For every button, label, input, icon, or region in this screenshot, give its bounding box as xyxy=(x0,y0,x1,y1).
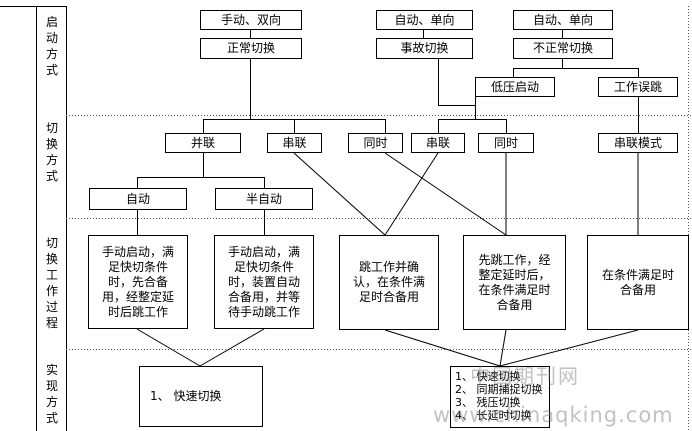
box-abnormal-switch: 不正常切换 xyxy=(513,38,613,59)
watermark-cn: 中国期刊网 xyxy=(470,364,580,388)
box-auto: 自动 xyxy=(89,188,187,210)
box-simultaneous-2: 同时 xyxy=(478,133,534,153)
box-semi-auto: 半自动 xyxy=(215,188,313,210)
box-process-3: 跳工作并确 认，在条件满 足时合备用 xyxy=(339,235,439,330)
watermark-url: www.chinaqking.com xyxy=(433,403,674,427)
box-process-5: 在条件满足时 合备用 xyxy=(587,235,689,330)
box-fault-switch: 事故切换 xyxy=(376,38,473,59)
box-series-2: 串联 xyxy=(411,133,465,153)
box-series-mode: 串联模式 xyxy=(598,133,678,153)
category-process: 切换工作过程 xyxy=(45,236,58,330)
box-simultaneous-1: 同时 xyxy=(348,133,403,153)
box-series-1: 串联 xyxy=(267,133,322,153)
box-mis-trip: 工作误跳 xyxy=(598,77,678,97)
category-start: 启动方式 xyxy=(45,15,58,77)
category-implement: 实现方式 xyxy=(45,363,58,425)
box-auto-oneway-2: 自动、单向 xyxy=(513,10,613,30)
box-normal-switch: 正常切换 xyxy=(200,38,302,59)
connector-lines xyxy=(136,29,639,367)
box-low-voltage-start: 低压启动 xyxy=(475,77,555,97)
box-process-2: 手动启动，满 足快切条件 时，装置自动 合备用，并等 待手动跳工作 xyxy=(214,235,314,329)
section-separators xyxy=(66,6,692,431)
box-process-1: 手动启动，满 足快切条件 时，先合备 用，经整定延 时后跳工作 xyxy=(88,235,188,329)
box-manual-bidirectional: 手动、双向 xyxy=(200,10,302,30)
box-process-4: 先跳工作，经 整定延时后， 在条件满足时 合备用 xyxy=(463,235,566,330)
box-implement-1: 1、 快速切换 xyxy=(139,366,263,427)
box-auto-oneway-1: 自动、单向 xyxy=(376,10,473,30)
category-switch: 切换方式 xyxy=(45,121,58,183)
box-parallel: 并联 xyxy=(165,133,241,153)
box-implement-2: 1、 快速切换 2、 同期捕捉切换 3、 残压切换 4、 长延时切换 xyxy=(450,366,550,428)
